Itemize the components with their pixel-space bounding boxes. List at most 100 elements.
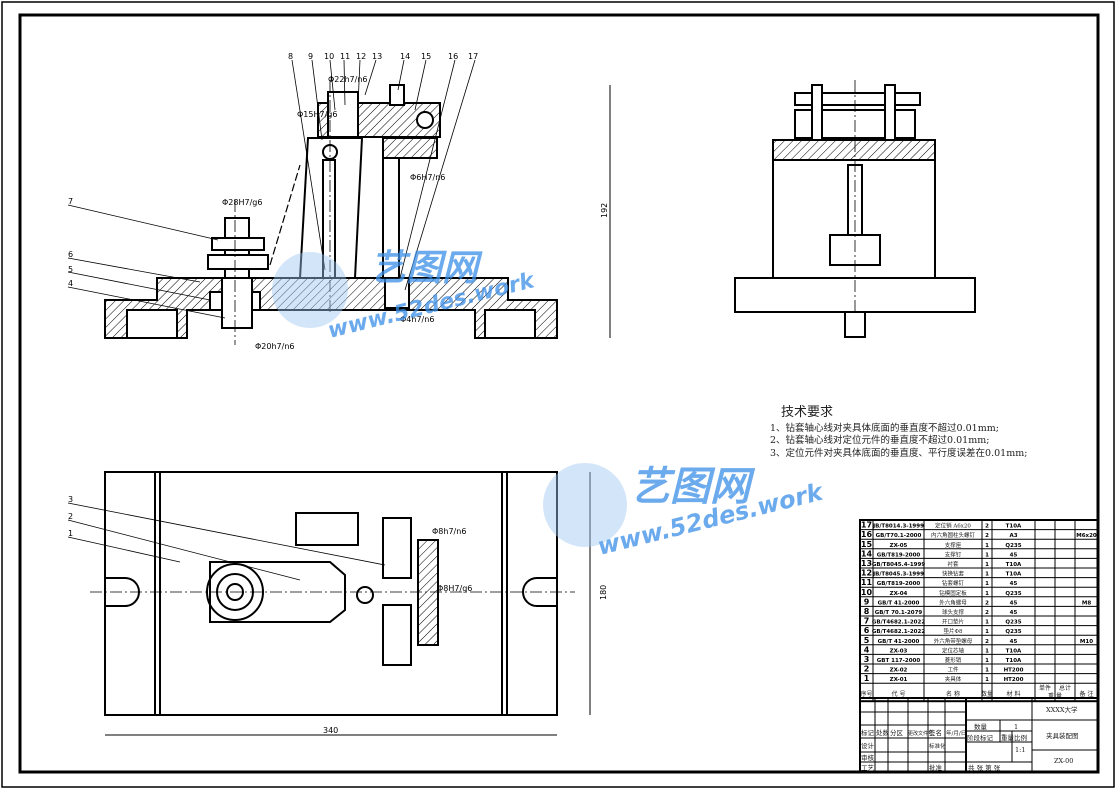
bom-cell-name: 球头支撑 (942, 608, 965, 616)
bom-cell-name: 定位销 A6x20 (935, 522, 971, 530)
bom-cell-qty: 2 (985, 610, 989, 616)
bom-cell-note: M8 (1082, 600, 1091, 606)
bom-cell-no: 4 (864, 645, 870, 654)
standard-label: 标准化 (929, 742, 946, 750)
bom-cell-no: 14 (861, 549, 873, 558)
bom-cell-code: GB/T819-2000 (877, 552, 921, 558)
bom-cell-mat: Q235 (1005, 629, 1021, 635)
bom-cell-qty: 1 (985, 552, 989, 558)
bom-cell-name: 快换钻套 (942, 570, 965, 578)
process-label: 工艺 (861, 764, 875, 772)
scale-value: 1:1 (1015, 746, 1025, 754)
bom-cell-code: GB/T8045.4-1999 (872, 562, 925, 568)
bom-cell-no: 15 (861, 540, 873, 549)
bom-header-name: 名 称 (946, 690, 960, 698)
stage-label: 阶段标记 (967, 733, 994, 742)
bom-header-total: 总计 (1059, 684, 1071, 692)
bom-cell-no: 11 (861, 578, 873, 587)
balloon-12: 12 (356, 52, 366, 61)
drawing-number: ZX-00 (1054, 757, 1073, 765)
bom-cell-name: 定位芯轴 (942, 646, 965, 654)
balloon-13: 13 (372, 52, 382, 61)
side-view (734, 80, 976, 338)
bom-cell-note: M6x20 (1076, 533, 1097, 539)
bom-cell-name: 衬套 (947, 560, 959, 568)
sign-label: 签名 (929, 728, 942, 737)
bom-cell-code: GBT 117-2000 (877, 658, 921, 664)
bom-cell-name: 菱形销 (945, 656, 962, 664)
date-label: 年/月/日 (946, 729, 966, 737)
bom-cell-name: 钻套螺钉 (942, 579, 965, 587)
bom-cell-code: GB/T 41-2000 (878, 600, 920, 606)
balloon-17: 17 (468, 52, 478, 61)
bom-cell-code: ZX-03 (890, 648, 908, 654)
balloon-8: 8 (288, 52, 293, 61)
balloon-1: 1 (68, 529, 73, 538)
bom-cell-mat: 45 (1010, 600, 1018, 606)
bom-cell-qty: 1 (985, 572, 989, 578)
design-label: 设计 (861, 741, 875, 750)
scale-label: 比例 (1014, 733, 1027, 742)
inner-frame (18, 13, 1100, 774)
balloon-7: 7 (68, 197, 73, 206)
bom-cell-code: GB/T4682.1-2022 (872, 620, 925, 626)
bom-cell-mat: Q235 (1005, 591, 1021, 597)
mark-label: 标记 (861, 728, 875, 737)
zone-label: 分区 (890, 728, 904, 737)
bom-cell-qty: 1 (985, 648, 989, 654)
bom-cell-no: 13 (861, 559, 872, 568)
bom-cell-no: 16 (861, 530, 873, 539)
bom-cell-code: JB/T8014.3-1999 (872, 524, 924, 530)
dim-d15: Φ15H7/g6 (297, 110, 337, 119)
school-name: XXXX大学 (1046, 705, 1078, 714)
bom-cell-name: 支撑座 (945, 541, 962, 549)
bom-cell-code: GB/T819-2000 (877, 581, 921, 587)
bom-header-code: 代 号 (892, 690, 906, 698)
bom-cell-mat: 45 (1010, 552, 1018, 558)
drawing-name: 夹具装配图 (1046, 731, 1079, 740)
bom-cell-code: GB/T70.1-2000 (876, 533, 922, 539)
bom-cell-name: 工件 (947, 666, 959, 674)
bom-cell-code: ZX-01 (890, 677, 908, 683)
bom-cell-no: 10 (861, 588, 873, 597)
bom-cell-mat: HT200 (1004, 677, 1024, 683)
count-label: 处数 (876, 728, 890, 737)
bom-cell-qty: 1 (985, 581, 989, 587)
review-label: 审核 (861, 753, 875, 762)
bom-cell-name: 垫片Φ8 (943, 627, 963, 635)
bom-cell-qty: 2 (985, 600, 989, 606)
balloon-5: 5 (68, 265, 73, 274)
dim-d20: Φ20h7/n6 (255, 342, 295, 351)
bom-cell-mat: T10A (1006, 524, 1022, 530)
balloon-14: 14 (400, 52, 410, 61)
bom-cell-name: 钻模固定板 (939, 589, 967, 597)
bom-cell-code: GB/T 41-2000 (878, 639, 920, 645)
bom-cell-code: ZX-02 (890, 668, 908, 674)
bom-cell-no: 5 (864, 636, 870, 645)
bom-cell-qty: 1 (985, 620, 989, 626)
front-view (104, 80, 611, 345)
bom-cell-qty: 1 (985, 677, 989, 683)
watermark: 艺图网 www.52des.work 艺图网 www.52des.work (272, 248, 827, 561)
bom-cell-mat: Q235 (1005, 543, 1021, 549)
watermark-brand: 艺图网 (370, 248, 483, 289)
bom-cell-qty: 1 (985, 668, 989, 674)
title-block-text: XXXX大学 夹具装配图 ZX-00 数量 1 阶段标记 重量 比例 1:1 共… (861, 705, 1079, 772)
top-view-labels: 3 2 1 Φ8h7/n6 Φ8H7/g6 340 180 (68, 495, 608, 735)
bom-cell-no: 12 (861, 569, 872, 578)
bom-cell-mat: Q235 (1005, 620, 1021, 626)
bom-cell-code: ZX-04 (890, 591, 908, 597)
dim-d6: Φ6H7/n6 (410, 173, 445, 182)
balloon-3: 3 (68, 495, 73, 504)
dim-d22: Φ22h7/n6 (328, 75, 368, 84)
bom-cell-no: 2 (864, 665, 870, 674)
balloon-9: 9 (308, 52, 313, 61)
tech-item: 2、钻套轴心线对定位元件的垂直度不超过0.01mm; (770, 434, 989, 446)
dim-d8a: Φ8h7/n6 (432, 527, 466, 536)
bom-header-note: 备 注 (1080, 690, 1094, 698)
bom-header-mat: 材 料 (1007, 690, 1021, 698)
balloon-15: 15 (421, 52, 431, 61)
bom-header-no: 序号 (860, 690, 872, 698)
